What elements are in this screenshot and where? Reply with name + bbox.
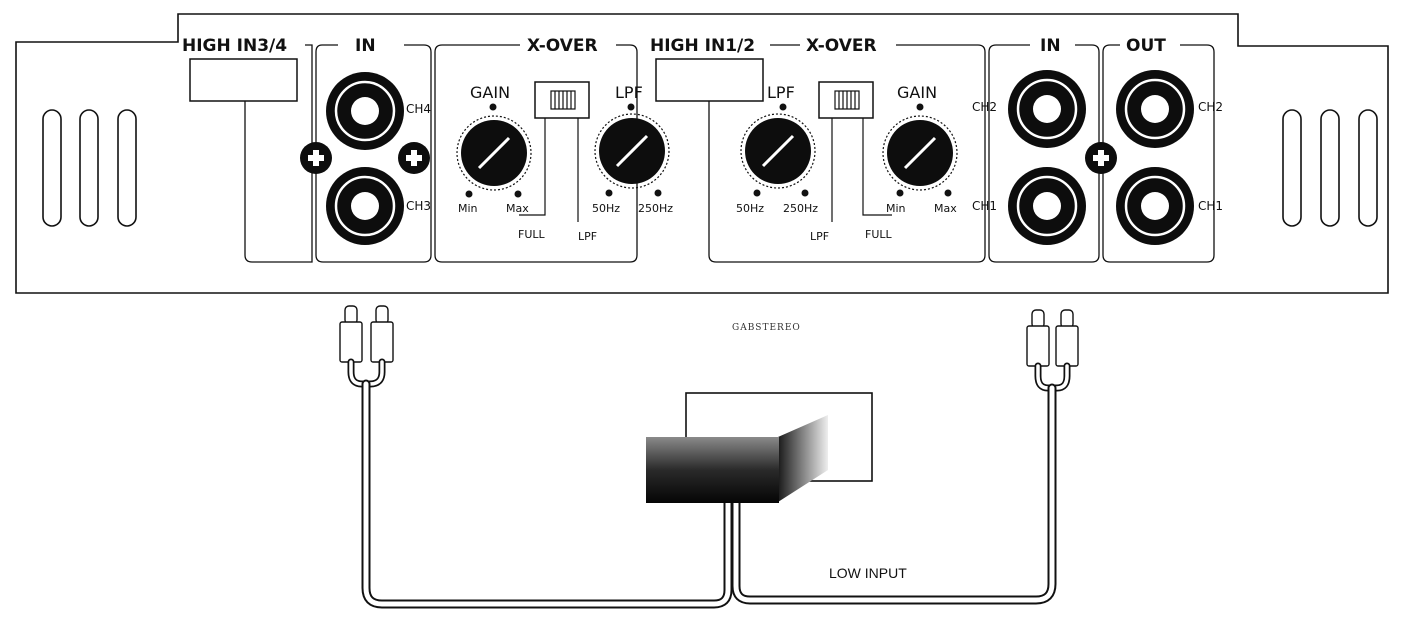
lpf-min-dot-left <box>605 189 613 197</box>
label-lpf-max-left: 250Hz <box>638 202 673 215</box>
gain-max-dot-left <box>514 190 522 198</box>
label-gain-min-right: Min <box>886 202 906 215</box>
gain-min-dot-right <box>896 189 904 197</box>
xover-right-frame <box>703 44 986 263</box>
filter-switch-right[interactable] <box>818 81 874 119</box>
label-lpf-min-right: 50Hz <box>736 202 764 215</box>
rca-plug-pair-left <box>339 305 394 363</box>
gain-min-dot-left <box>465 190 473 198</box>
rca-plug-pair-right <box>1026 309 1079 367</box>
label-out-ch1: CH1 <box>1198 199 1223 213</box>
label-high-in-12: HIGH IN1/2 <box>650 36 755 56</box>
vent-slots-left <box>42 109 137 227</box>
label-switch-lpf-right: LPF <box>810 230 829 243</box>
label-lpf-max-right: 250Hz <box>783 202 818 215</box>
label-high-in-34: HIGH IN3/4 <box>182 36 287 56</box>
label-gain-right: GAIN <box>897 83 937 102</box>
rca-jack-in-ch2[interactable] <box>1008 70 1086 148</box>
high-in-34-frame <box>244 44 313 263</box>
xover-left-frame <box>434 44 638 263</box>
label-out-ch2: CH2 <box>1198 100 1223 114</box>
rca-jack-ch3[interactable] <box>326 167 404 245</box>
gain-indicator-right <box>916 103 924 111</box>
section-frames <box>244 44 1215 263</box>
label-switch-lpf-left: LPF <box>578 230 597 243</box>
watermark-text: GABSTEREO <box>732 323 801 333</box>
lpf-knob-right[interactable] <box>740 113 816 189</box>
label-switch-full-right: FULL <box>865 228 893 241</box>
lpf-max-dot-left <box>654 189 662 197</box>
label-xover-left: X-OVER <box>527 36 598 56</box>
rca-jack-ch4[interactable] <box>326 72 404 150</box>
lpf-indicator-right <box>779 103 787 111</box>
label-ch3: CH3 <box>406 199 431 213</box>
lpf-knob-left[interactable] <box>594 113 670 189</box>
label-gain-max-right: Max <box>934 202 957 215</box>
gain-indicator-left <box>489 103 497 111</box>
label-in-ch2: CH2 <box>972 100 997 114</box>
vent-slots-right <box>1282 109 1378 227</box>
rca-cable-right <box>731 362 1071 605</box>
head-unit <box>646 392 873 503</box>
in-left-frame <box>315 44 432 263</box>
rca-jack-out-ch1[interactable] <box>1116 167 1194 245</box>
high-in-34-connector[interactable] <box>189 58 298 102</box>
low-input-caption: LOW INPUT <box>829 565 907 581</box>
label-switch-full-left: FULL <box>518 228 546 241</box>
high-in-12-connector[interactable] <box>655 58 764 102</box>
label-in-right: IN <box>1040 36 1061 56</box>
label-gain-max-left: Max <box>506 202 529 215</box>
filter-switch-left[interactable] <box>534 81 590 119</box>
rca-jack-in-ch1[interactable] <box>1008 167 1086 245</box>
rca-jack-out-ch2[interactable] <box>1116 70 1194 148</box>
label-lpf-right: LPF <box>767 83 795 102</box>
switch-leader-lines-left <box>519 118 579 222</box>
label-lpf-min-left: 50Hz <box>592 202 620 215</box>
gain-knob-left[interactable] <box>456 115 532 191</box>
lpf-indicator-left <box>627 103 635 111</box>
label-lpf-left: LPF <box>615 83 643 102</box>
out-frame <box>1102 44 1215 263</box>
in-right-frame <box>988 44 1100 263</box>
lpf-min-dot-right <box>753 189 761 197</box>
rca-cable-left <box>347 358 733 609</box>
label-in-ch1: CH1 <box>972 199 997 213</box>
label-gain-min-left: Min <box>458 202 478 215</box>
lpf-max-dot-right <box>801 189 809 197</box>
gain-knob-right[interactable] <box>882 115 958 191</box>
plus-terminal-left-1 <box>300 142 332 174</box>
label-xover-right: X-OVER <box>806 36 877 56</box>
plus-terminal-right <box>1085 142 1117 174</box>
plus-terminal-left-2 <box>398 142 430 174</box>
switch-leader-lines-right <box>831 118 892 222</box>
label-out: OUT <box>1126 36 1166 56</box>
label-in-left: IN <box>355 36 376 56</box>
gain-max-dot-right <box>944 189 952 197</box>
amplifier-panel <box>15 13 1389 294</box>
label-ch4: CH4 <box>406 102 431 116</box>
label-gain-left: GAIN <box>470 83 510 102</box>
